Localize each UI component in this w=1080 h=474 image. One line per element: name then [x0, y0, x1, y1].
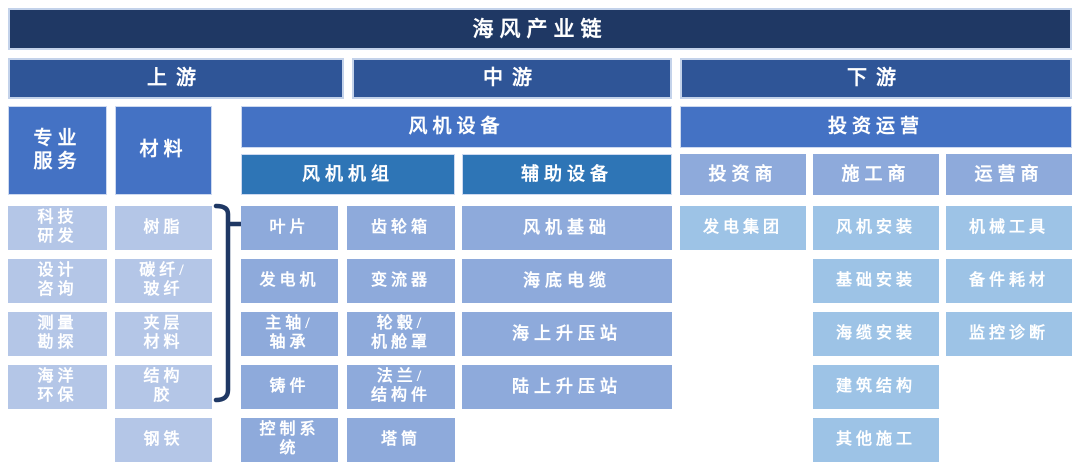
- group-turbine-equipment: 风机设备: [241, 106, 672, 148]
- diagram-title: 海风产业链: [8, 8, 1072, 50]
- item-building-structure: 建筑结构: [813, 365, 939, 409]
- tier-upstream: 上游: [8, 58, 344, 99]
- item-tower: 塔筒: [347, 418, 455, 462]
- subgroup-investors: 投资商: [680, 154, 806, 195]
- item-structural-adhesive: 结构 胶: [115, 365, 212, 409]
- materials-to-blade-brace-icon: [213, 203, 244, 403]
- item-hub-nacelle-cover: 轮毂/ 机舱罩: [347, 312, 455, 356]
- item-machinery-tools: 机械工具: [946, 206, 1072, 250]
- tier-midstream: 中游: [352, 58, 672, 99]
- item-carbon-glass-fiber: 碳纤/ 玻纤: [115, 259, 212, 303]
- tier-downstream: 下游: [680, 58, 1072, 99]
- item-design-consulting: 设计 咨询: [8, 259, 107, 303]
- item-survey-exploration: 测量 勘探: [8, 312, 107, 356]
- item-generator: 发电机: [241, 259, 338, 303]
- subgroup-constructors: 施工商: [813, 154, 939, 195]
- item-control-system: 控制系 统: [241, 418, 338, 462]
- item-flange-structural-parts: 法兰/ 结构件: [347, 365, 455, 409]
- item-resin: 树脂: [115, 206, 212, 250]
- subgroup-operators: 运营商: [946, 154, 1072, 195]
- item-other-construction: 其他施工: [813, 418, 939, 462]
- item-main-shaft-bearing: 主轴/ 轴承: [241, 312, 338, 356]
- item-foundation-installation: 基础安装: [813, 259, 939, 303]
- item-converter: 变流器: [347, 259, 455, 303]
- subgroup-turbine-units: 风机机组: [241, 154, 455, 195]
- item-monitoring-diagnosis: 监控诊断: [946, 312, 1072, 356]
- item-steel: 钢铁: [115, 418, 212, 462]
- item-marine-environment: 海洋 环保: [8, 365, 107, 409]
- item-submarine-cable: 海底电缆: [462, 259, 672, 303]
- item-turbine-installation: 风机安装: [813, 206, 939, 250]
- item-offshore-substation: 海上升压站: [462, 312, 672, 356]
- group-investment-operation: 投资运营: [680, 106, 1072, 148]
- item-spare-parts-consumables: 备件耗材: [946, 259, 1072, 303]
- group-professional-services: 专业 服务: [8, 106, 107, 195]
- item-blade: 叶片: [241, 206, 338, 250]
- group-materials: 材料: [115, 106, 212, 195]
- item-cable-installation: 海缆安装: [813, 312, 939, 356]
- item-turbine-foundation: 风机基础: [462, 206, 672, 250]
- item-gearbox: 齿轮箱: [347, 206, 455, 250]
- item-power-generation-group: 发电集团: [680, 206, 806, 250]
- item-sandwich-material: 夹层 材料: [115, 312, 212, 356]
- item-onshore-substation: 陆上升压站: [462, 365, 672, 409]
- item-tech-rd: 科技 研发: [8, 206, 107, 250]
- item-casting: 铸件: [241, 365, 338, 409]
- subgroup-auxiliary-equipment: 辅助设备: [462, 154, 672, 195]
